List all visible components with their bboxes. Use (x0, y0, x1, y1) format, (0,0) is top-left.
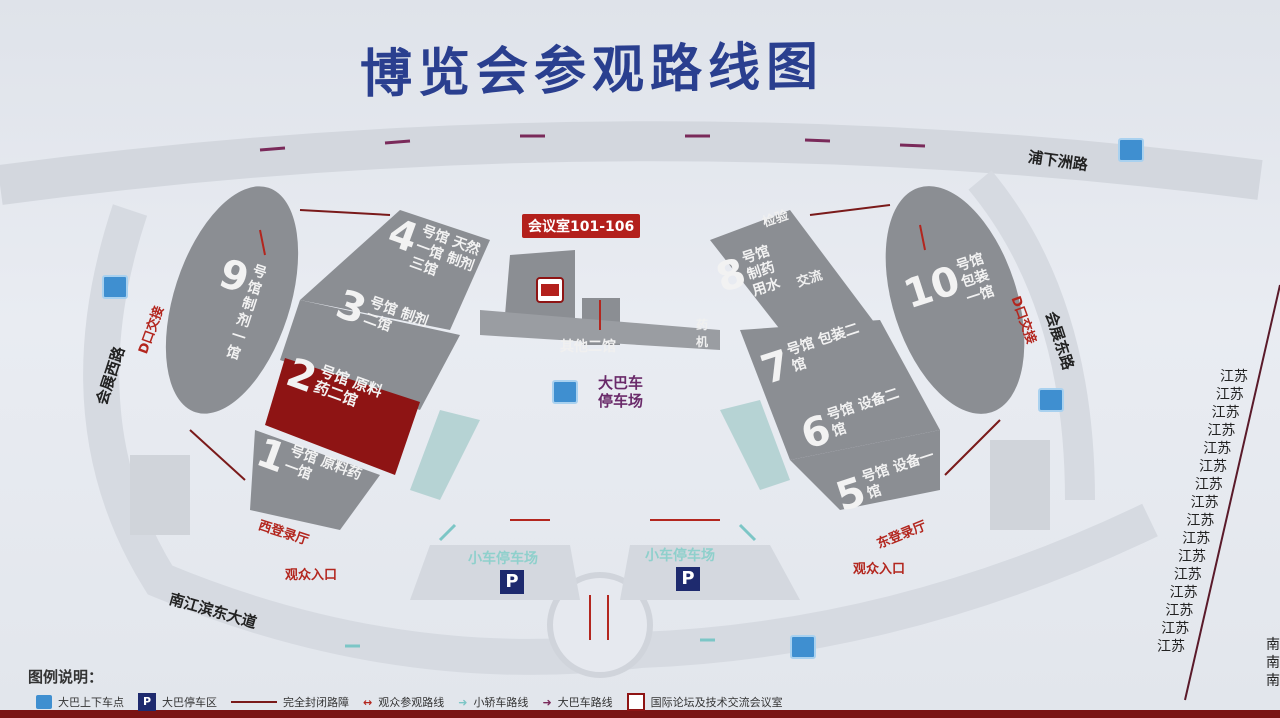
bus-stop-icon (552, 380, 578, 404)
exhibitor-list-entry: 江苏 (1169, 585, 1198, 601)
exhibitor-list-column: 江苏江苏江苏江苏江苏江苏江苏江苏江苏江苏江苏江苏江苏江苏江苏江苏 (1157, 368, 1248, 656)
bus-stop-icon (1038, 388, 1064, 412)
parking-icon: P (676, 567, 700, 591)
exhibitor-list-column: 南南南 (1266, 636, 1280, 690)
legend-item: ➜ 小轿车路线 (458, 694, 528, 710)
page-title: 博览会参观路线图 (360, 36, 825, 106)
exhibitor-list-entry: 南 (1266, 637, 1280, 653)
legend-label: 大巴车路线 (557, 696, 613, 709)
legend: 图例说明： 大巴上下车点 P 大巴停车区 完全封闭路障 ↔ 观众参观路线 ➜ 小轿车路… (0, 660, 1190, 718)
exhibitor-list-entry: 江苏 (1173, 567, 1202, 583)
legend-title: 图例说明： (28, 668, 104, 686)
other-hall-label: 其他二馆 (560, 339, 616, 355)
exhibitor-list-entry: 江苏 (1194, 477, 1223, 493)
exhibitor-list: 江苏江苏江苏江苏江苏江苏江苏江苏江苏江苏江苏江苏江苏江苏江苏江苏 南南南 (1157, 300, 1280, 700)
exhibitor-list-entry: 江苏 (1207, 423, 1236, 439)
exhibitor-list-entry: 江苏 (1199, 459, 1227, 475)
car-parking-right-label: 小车停车场 (645, 548, 715, 564)
bus-stop-icon (790, 635, 816, 659)
exhibitor-list-entry: 江苏 (1186, 513, 1215, 529)
exhibitor-list-entry: 江苏 (1165, 603, 1194, 619)
bus-route-arrow-icon: ➜ (542, 695, 552, 709)
car-parking-left-label: 小车停车场 (468, 551, 538, 567)
exhibitor-list-entry: 江苏 (1157, 639, 1185, 655)
legend-label: 观众参观路线 (378, 696, 445, 709)
legend-item: ↔ 观众参观路线 (363, 694, 444, 710)
exhibitor-list-entry: 江苏 (1178, 549, 1206, 565)
legend-item: ➜ 大巴车路线 (542, 694, 612, 710)
exhibitor-list-entry: 江苏 (1190, 495, 1219, 511)
machinery-label: 药机 (696, 318, 709, 349)
bus-stop-icon (36, 695, 52, 709)
bus-parking-label: 大巴车停车场 (598, 374, 644, 410)
legend-label: 大巴停车区 (162, 696, 217, 709)
exhibitor-list-entry: 南 (1266, 655, 1280, 671)
car-route-arrow-icon: ➜ (458, 695, 468, 709)
parking-icon: P (500, 570, 524, 594)
legend-item: 完全封闭路障 (231, 694, 349, 710)
meeting-room-icon (626, 693, 645, 711)
legend-item: P 大巴停车区 (138, 693, 217, 711)
bus-stop-icon (102, 275, 128, 299)
exhibitor-list-entry: 江苏 (1211, 405, 1240, 421)
bus-stop-icon (1118, 138, 1144, 162)
exhibitor-list-entry: 江苏 (1182, 531, 1211, 547)
parking-icon: P (138, 693, 156, 711)
closed-road-line-icon (231, 701, 277, 703)
exhibitor-list-entry: 江苏 (1220, 369, 1248, 385)
exhibitor-list-entry: 江苏 (1161, 621, 1190, 637)
entrance-left-label: 观众入口 (285, 568, 338, 583)
exhibitor-list-entry: 江苏 (1203, 441, 1232, 457)
legend-label: 完全封闭路障 (283, 696, 349, 709)
legend-label: 小轿车路线 (473, 696, 529, 709)
visitor-route-arrow-icon: ↔ (363, 695, 373, 709)
legend-label: 国际论坛及技术交流会议室 (650, 696, 783, 709)
exhibitor-list-entry: 南 (1266, 673, 1280, 689)
entrance-right-label: 观众入口 (853, 562, 906, 577)
legend-label: 大巴上下车点 (58, 696, 124, 709)
exhibitor-list-entry: 江苏 (1215, 387, 1244, 403)
legend-item: 国际论坛及技术交流会议室 (626, 693, 783, 711)
meeting-room-callout: 会议室101-106 (522, 214, 641, 238)
legend-item: 大巴上下车点 (36, 694, 124, 710)
